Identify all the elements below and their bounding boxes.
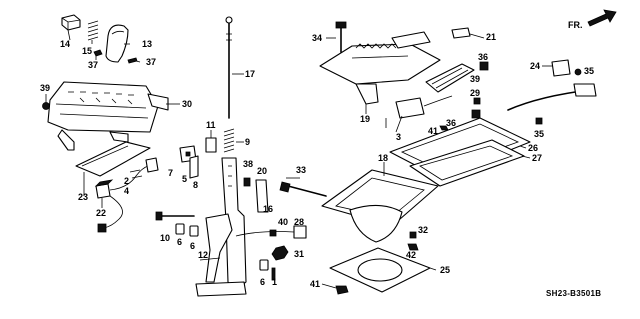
callout-19: 19 (360, 114, 370, 124)
trim-strip (75, 141, 151, 177)
callout-27: 27 (532, 153, 542, 163)
callout-4: 4 (124, 186, 129, 196)
callout-7: 7 (168, 168, 173, 178)
callout-38: 38 (243, 159, 253, 169)
callout-6: 6 (177, 237, 182, 247)
callout-39: 39 (470, 74, 480, 84)
callout-5: 5 (182, 174, 187, 184)
callout-30: 30 (182, 99, 192, 109)
bolt-33 (279, 181, 327, 197)
direction-label: FR. (568, 20, 583, 30)
callout-9: 9 (245, 137, 250, 147)
callout-29: 29 (470, 88, 480, 98)
shift-knob-group (61, 14, 138, 64)
callout-10: 10 (160, 233, 170, 243)
callout-31: 31 (294, 249, 304, 259)
front-direction-arrow: FR. (568, 9, 617, 30)
callout-34: 34 (312, 33, 322, 43)
callout-25: 25 (440, 265, 450, 275)
callout-1: 1 (272, 277, 277, 287)
callout-39: 39 (40, 83, 50, 93)
callout-22: 22 (96, 208, 106, 218)
callout-6: 6 (260, 277, 265, 287)
callout-28: 28 (294, 217, 304, 227)
callout-32: 32 (418, 225, 428, 235)
console-panel (42, 81, 169, 151)
callout-14: 14 (60, 39, 70, 49)
callout-26: 26 (528, 143, 538, 153)
callout-3: 3 (396, 132, 401, 142)
callout-21: 21 (486, 32, 496, 42)
callout-42: 42 (406, 250, 416, 260)
shift-cable (471, 59, 597, 125)
callout-11: 11 (206, 120, 216, 130)
callout-20: 20 (257, 166, 267, 176)
base-and-boot (321, 117, 531, 251)
callout-37: 37 (88, 60, 98, 70)
callout-2: 2 (124, 176, 129, 186)
callout-18: 18 (378, 153, 388, 163)
gate-bracket (319, 21, 489, 131)
reference-code: SH23-B3501B (546, 289, 601, 298)
indicator-harness (94, 157, 159, 233)
callout-36: 36 (446, 118, 456, 128)
lower-gasket (329, 247, 431, 295)
callout-24: 24 (530, 61, 540, 71)
callout-36: 36 (478, 52, 488, 62)
callouts: 14 15 37 13 37 39 30 23 22 4 2 7 5 8 11 … (40, 32, 594, 289)
callout-35: 35 (534, 129, 544, 139)
callout-13: 13 (142, 39, 152, 49)
callout-41: 41 (310, 279, 320, 289)
callout-35: 35 (584, 66, 594, 76)
callout-6: 6 (190, 241, 195, 251)
callout-40: 40 (278, 217, 288, 227)
callout-16: 16 (263, 204, 273, 214)
callout-8: 8 (193, 180, 198, 190)
callout-12: 12 (198, 250, 208, 260)
callout-33: 33 (296, 165, 306, 175)
callout-41: 41 (428, 126, 438, 136)
callout-23: 23 (78, 192, 88, 202)
callout-37: 37 (146, 57, 156, 67)
callout-17: 17 (245, 69, 255, 79)
callout-15: 15 (82, 46, 92, 56)
leader-lines (67, 29, 552, 289)
select-lever-assembly (155, 16, 307, 297)
